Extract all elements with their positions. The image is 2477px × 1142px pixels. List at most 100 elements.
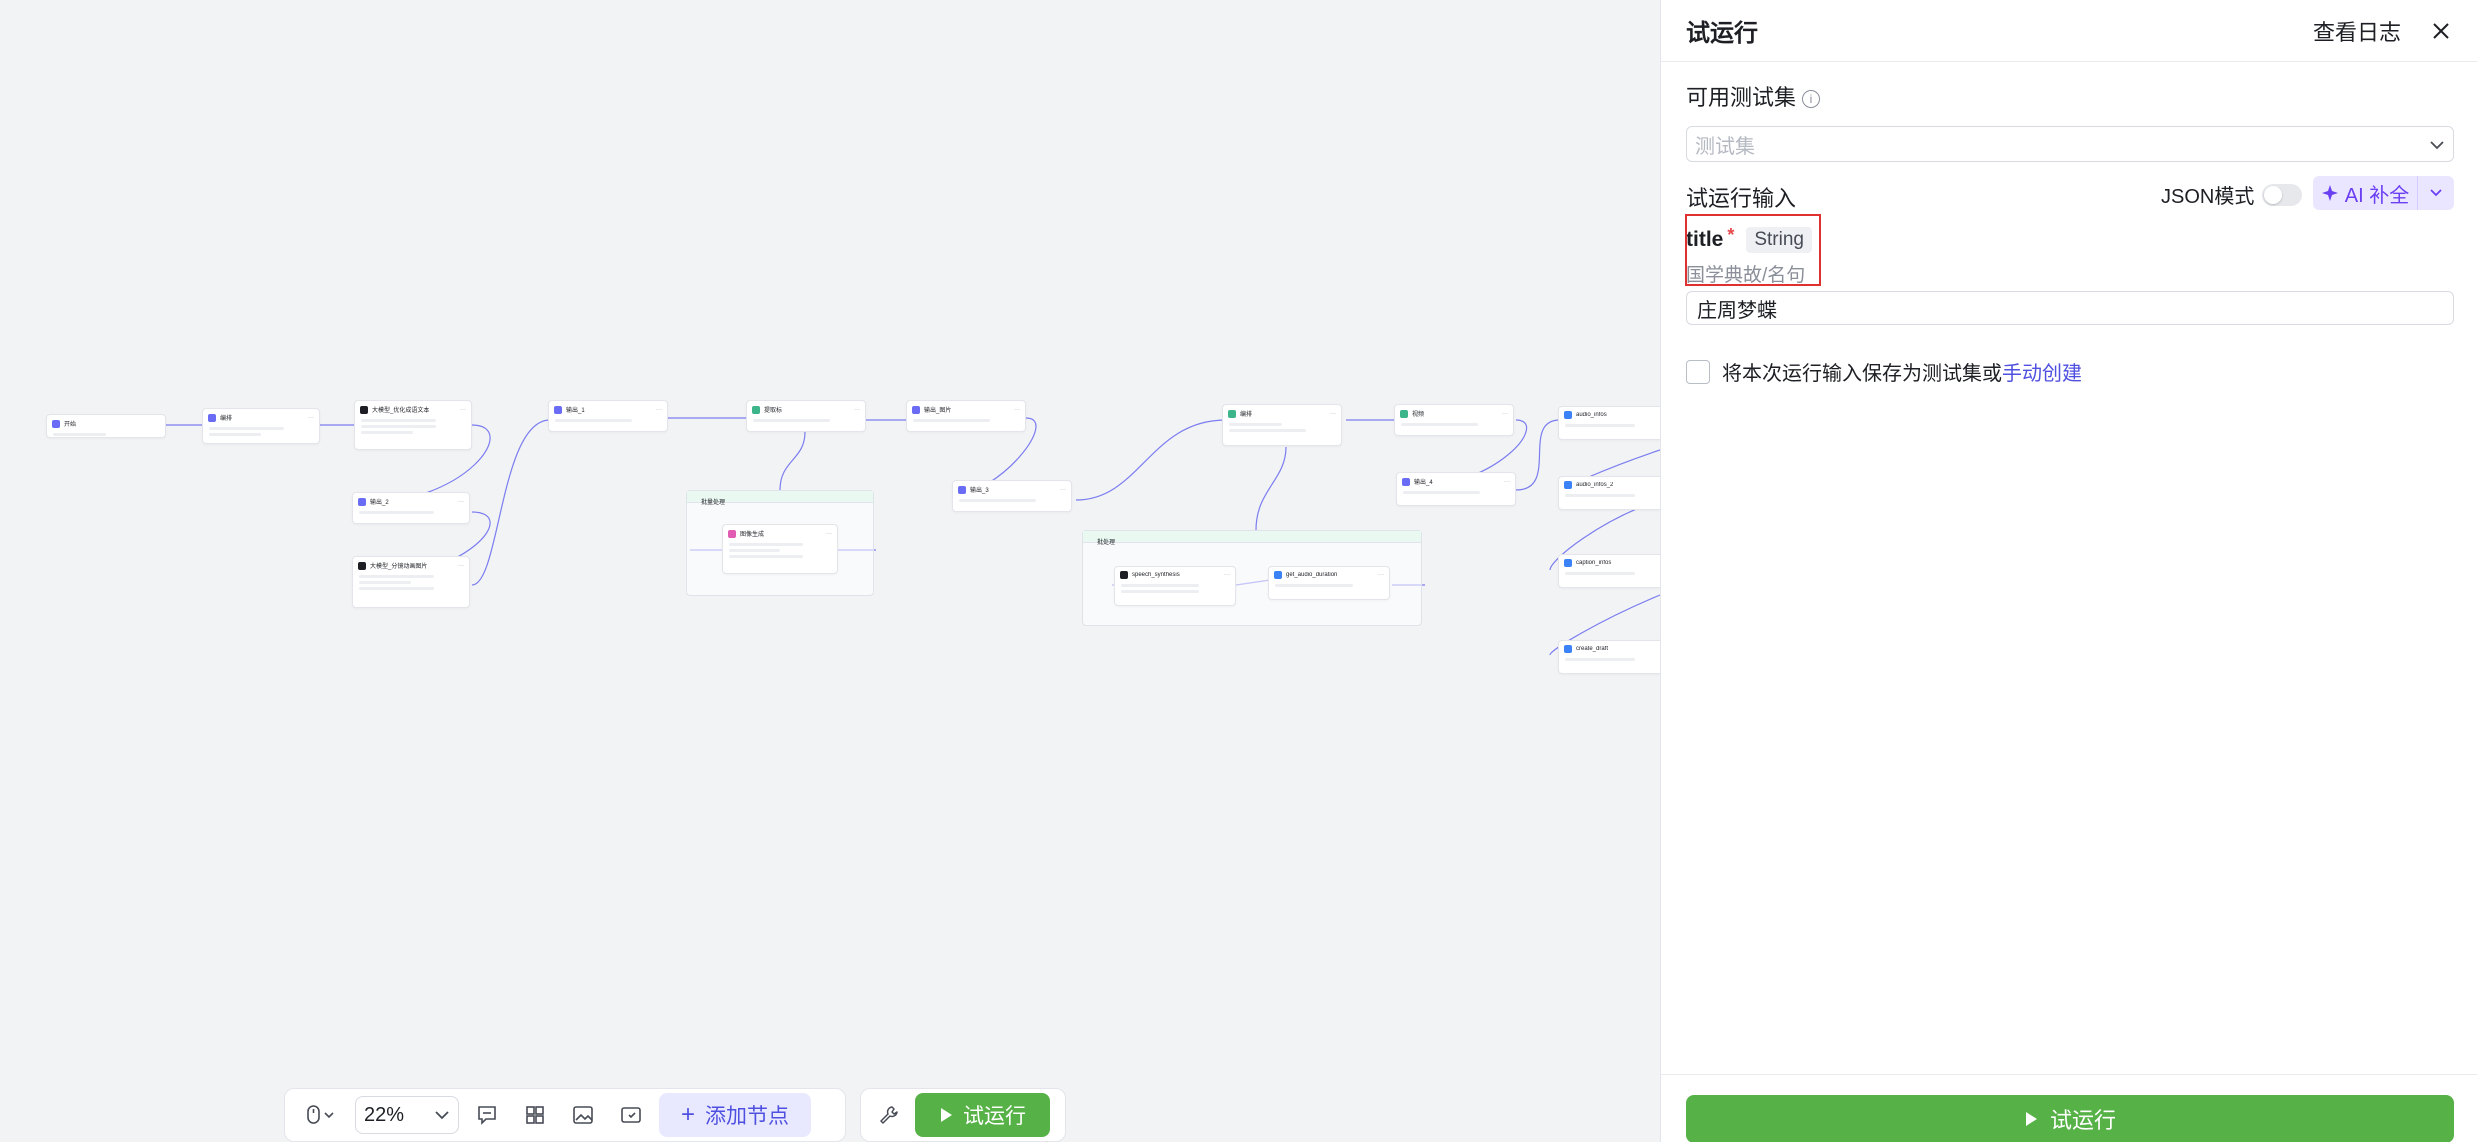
layout-button[interactable] (515, 1095, 555, 1135)
more-icon[interactable]: ··· (1378, 572, 1384, 578)
node-param-line (555, 419, 632, 422)
node-title: 输出_2 (370, 500, 389, 506)
testset-placeholder: 测试集 (1695, 135, 1755, 158)
field-description: 国学典故/名句 (1686, 265, 1806, 286)
workflow-canvas[interactable]: 开始 编排 ··· 大模型_优化成语文本··· 输出_2 ··· 大模型_分镜动画图… (0, 0, 1660, 1142)
node-speech[interactable]: speech_synthesis ··· (1114, 566, 1236, 606)
node-param-line (1229, 429, 1306, 432)
more-icon[interactable]: ··· (1224, 572, 1230, 578)
node-output-image[interactable]: 输出_图片··· (906, 400, 1026, 432)
more-icon[interactable]: ··· (854, 406, 860, 413)
node-audio-infos-2[interactable]: audio_infos_2 (1558, 476, 1660, 510)
node-param-line (361, 431, 414, 434)
node-title: audio_infos (1576, 412, 1607, 418)
required-mark: * (1727, 224, 1735, 245)
node-title: 开始 (64, 422, 77, 428)
node-param-line (209, 427, 285, 430)
debug-tools-button[interactable] (871, 1095, 907, 1135)
ai-fill-dropdown[interactable] (2418, 176, 2454, 210)
chevron-down-icon (2429, 133, 2445, 156)
node-llm-storyboard[interactable]: 大模型_分镜动画图片 ··· (352, 556, 470, 608)
node-audio-duration[interactable]: get_audio_duration··· (1268, 566, 1390, 600)
node-title: caption_infos (1576, 560, 1612, 566)
node-param-line (729, 549, 781, 552)
more-icon[interactable]: ··· (1060, 486, 1066, 493)
comment-button[interactable] (467, 1095, 507, 1135)
node-output-4[interactable]: 输出_4 ··· (1396, 472, 1516, 506)
node-caption-infos[interactable]: caption_infos (1558, 554, 1660, 588)
node-video[interactable]: 视频··· (1394, 404, 1514, 436)
fit-view-button[interactable] (611, 1095, 651, 1135)
close-button[interactable] (2429, 19, 2453, 43)
interaction-mode-button[interactable] (295, 1095, 347, 1135)
node-title: speech_synthesis (1132, 572, 1180, 578)
plus-icon: + (681, 1101, 696, 1128)
node-output-3[interactable]: 输出_3··· (952, 480, 1072, 512)
more-icon[interactable]: ··· (460, 406, 466, 413)
more-icon[interactable]: ··· (1504, 478, 1510, 485)
run-button[interactable]: 试运行 (1686, 1095, 2454, 1142)
more-icon[interactable]: ··· (458, 562, 464, 569)
more-icon[interactable]: ··· (1502, 410, 1508, 417)
node-image-gen[interactable]: 图像生成··· (722, 524, 838, 574)
close-icon (2433, 22, 2449, 39)
add-node-button[interactable]: + 添加节点 (659, 1093, 812, 1137)
node-param-line (1121, 584, 1199, 587)
ai-fill-button[interactable]: AI 补全 (2313, 176, 2418, 210)
title-input[interactable]: 庄周梦蝶 (1686, 291, 2454, 325)
zoom-select[interactable]: 22% (355, 1096, 459, 1134)
more-icon[interactable]: ··· (1330, 410, 1336, 417)
run-button-label: 试运行 (2049, 1108, 2116, 1133)
node-title: 提取标 (764, 408, 783, 414)
node-param-line (209, 433, 262, 436)
toolbar-run-label: 试运行 (963, 1105, 1026, 1128)
minimap-button[interactable] (563, 1095, 603, 1135)
more-icon[interactable]: ··· (826, 530, 832, 537)
more-icon[interactable]: ··· (458, 498, 464, 505)
more-icon[interactable]: ··· (656, 406, 662, 413)
node-start[interactable]: 开始 (46, 414, 166, 438)
node-extract[interactable]: 提取标 ··· (746, 400, 866, 432)
info-icon[interactable]: i (1802, 90, 1821, 109)
node-type-icon (1564, 481, 1572, 489)
play-icon (2025, 1112, 2037, 1126)
node-type-icon (1120, 571, 1128, 579)
node-output-2[interactable]: 输出_2 ··· (352, 492, 470, 524)
node-type-icon (1564, 645, 1572, 653)
field-name: title (1686, 228, 1724, 251)
run-toolbar: 试运行 (860, 1088, 1066, 1142)
save-testset-checkbox[interactable] (1686, 359, 1710, 384)
node-audio-infos[interactable]: audio_infos (1558, 406, 1660, 440)
chevron-down-icon (435, 1111, 449, 1120)
node-llm-optimize[interactable]: 大模型_优化成语文本··· (354, 400, 472, 450)
more-icon[interactable]: ··· (308, 414, 314, 421)
node-title: 输出_1 (566, 408, 585, 414)
node-output-1[interactable]: 输出_1 ··· (548, 400, 668, 432)
node-title: 输出_4 (1414, 480, 1433, 486)
node-create-draft[interactable]: create_draft (1558, 640, 1660, 674)
view-log-link[interactable]: 查看日志 (2312, 19, 2401, 45)
node-orchestrate-2[interactable]: 编排 ··· (1222, 404, 1342, 446)
node-orchestrate[interactable]: 编排··· (202, 408, 320, 444)
title-input-value: 庄周梦蝶 (1697, 299, 1777, 322)
node-title: 大模型_分镜动画图片 (370, 564, 428, 570)
testset-select[interactable]: 测试集 (1686, 126, 2454, 162)
toolbar-run-button[interactable]: 试运行 (915, 1093, 1050, 1137)
save-testset-text: 将本次运行输入保存为测试集或 (1722, 363, 2002, 385)
node-param-line (1403, 491, 1480, 494)
node-type-icon (208, 413, 216, 422)
json-mode-row: JSON模式 (2161, 180, 2303, 209)
mouse-icon (307, 1105, 334, 1124)
node-param-line (1565, 658, 1636, 661)
node-type-icon (358, 561, 366, 570)
more-icon[interactable]: ··· (1014, 406, 1020, 413)
node-title: 编排 (1240, 412, 1253, 418)
wrench-icon (880, 1106, 898, 1124)
node-type-icon (1402, 477, 1410, 486)
sparkle-icon (2321, 185, 2338, 201)
field-type-tag: String (1746, 227, 1812, 253)
manual-create-link[interactable]: 手动创建 (2002, 363, 2082, 385)
ai-fill-button-group: AI 补全 (2313, 176, 2454, 210)
node-type-icon (728, 529, 736, 538)
json-mode-toggle[interactable] (2262, 183, 2303, 206)
